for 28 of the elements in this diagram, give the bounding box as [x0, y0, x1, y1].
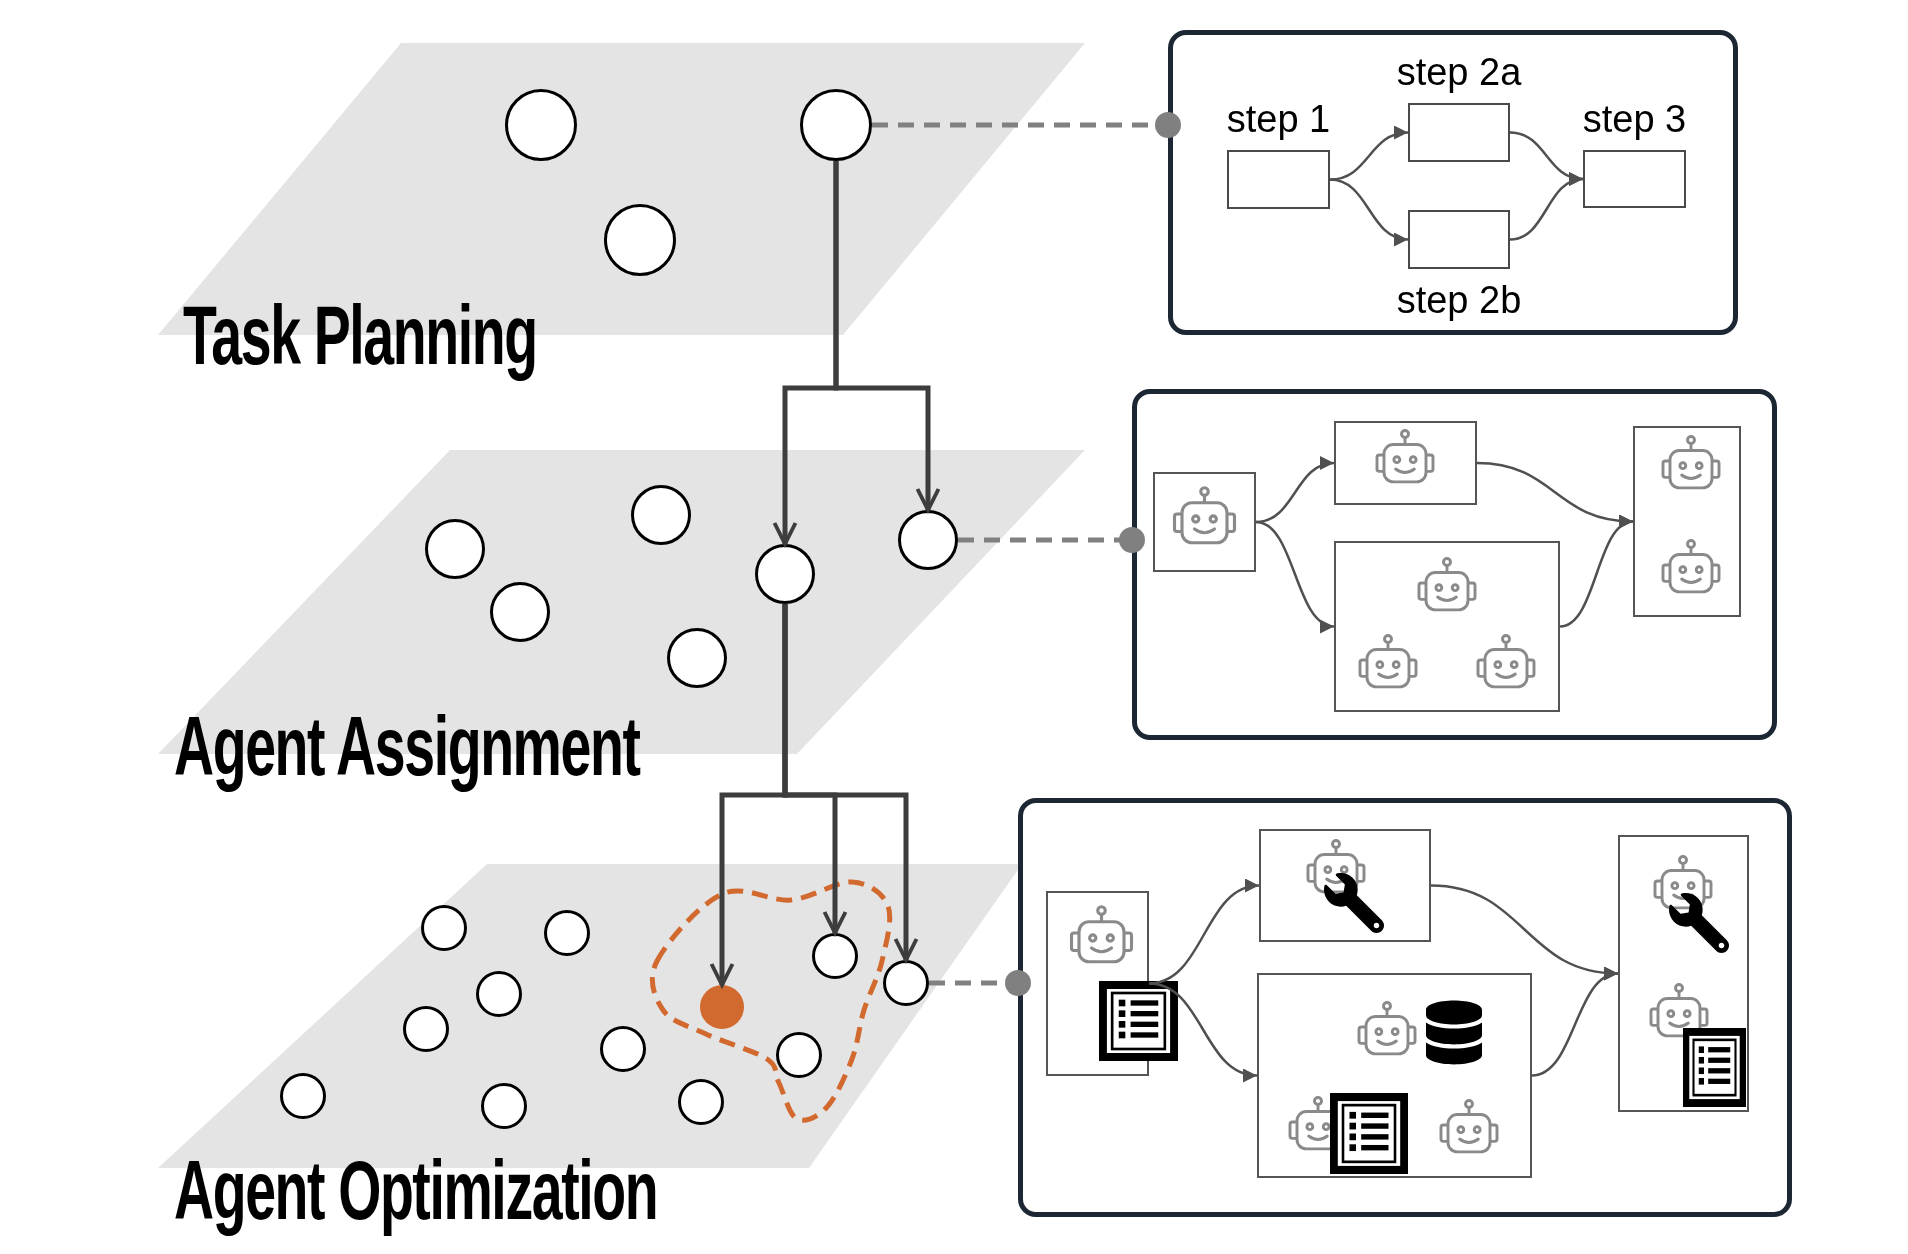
layer-title: Agent Assignment — [174, 698, 640, 795]
curved-arrow — [1255, 520, 1335, 631]
dashed-connector — [872, 112, 1181, 138]
curved-arrow — [1148, 982, 1258, 1081]
branch-arrow — [833, 161, 941, 512]
agent-group-box — [1334, 421, 1477, 505]
layer-title: Task Planning — [183, 287, 537, 384]
detail-panel — [1132, 389, 1777, 740]
curved-arrow — [1531, 969, 1619, 1077]
agent-group-box — [1153, 472, 1256, 572]
layer-title: Agent Optimization — [174, 1142, 658, 1239]
step-label: step 2a — [1396, 53, 1522, 91]
agent-group-box — [1618, 835, 1749, 1112]
step-label: step 1 — [1226, 100, 1331, 138]
detail-panel — [1018, 798, 1792, 1217]
step-label: step 3 — [1582, 100, 1687, 138]
dashed-connector — [958, 527, 1145, 553]
agent-group-box — [1334, 541, 1560, 712]
curved-arrow — [1509, 174, 1584, 241]
branch-arrow — [782, 604, 919, 962]
detail-panel — [1168, 30, 1738, 335]
agent-group-box — [1633, 426, 1741, 617]
curved-arrow — [1559, 518, 1634, 628]
agent-group-box — [1257, 973, 1532, 1178]
dashed-connector — [929, 970, 1031, 996]
agent-group-box — [1259, 829, 1431, 942]
step-label: step 2b — [1396, 281, 1522, 319]
curved-arrow — [1329, 178, 1409, 245]
